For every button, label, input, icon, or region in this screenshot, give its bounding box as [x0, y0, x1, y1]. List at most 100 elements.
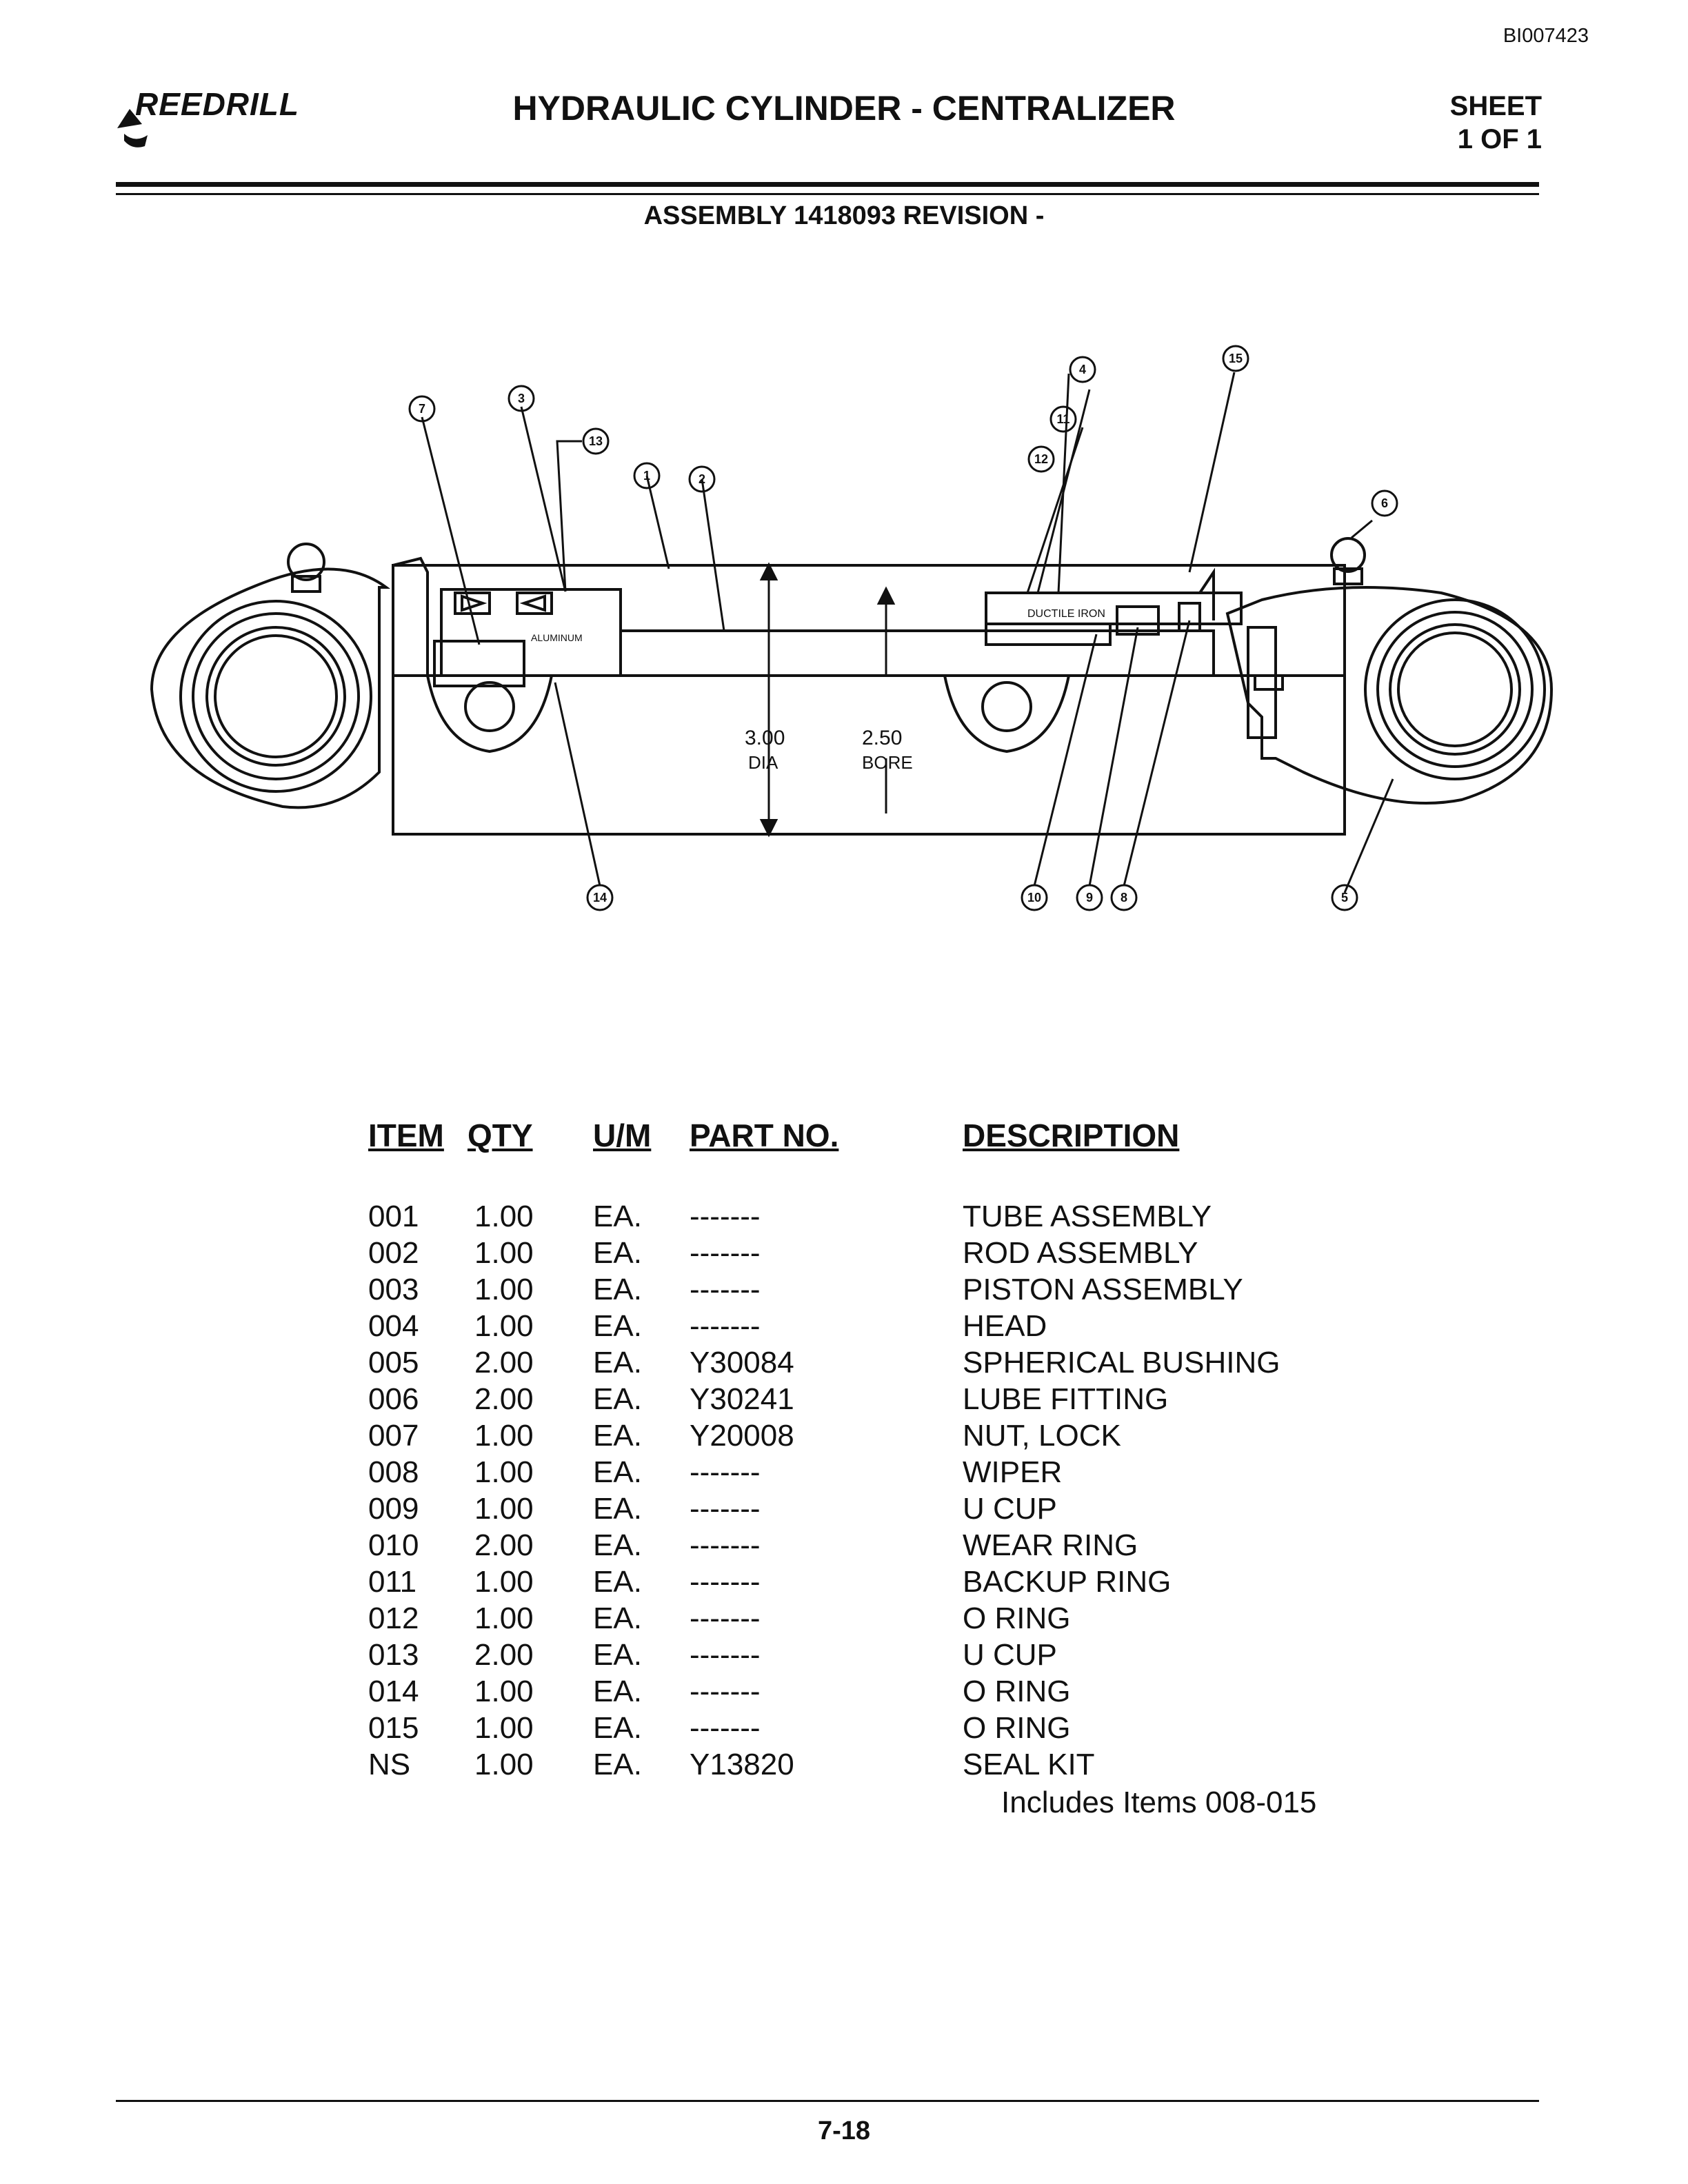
svg-text:9: 9	[1086, 891, 1093, 904]
cell-um: EA.	[593, 1492, 642, 1526]
svg-text:4: 4	[1079, 363, 1086, 376]
callout-10: 10	[1021, 884, 1048, 911]
callout-6: 6	[1371, 489, 1398, 517]
cell-description: WEAR RING	[963, 1528, 1138, 1562]
cell-description: SPHERICAL BUSHING	[963, 1346, 1280, 1379]
cell-qty: 1.00	[474, 1711, 534, 1745]
svg-text:7: 7	[419, 402, 425, 416]
logo-text: REEDRILL	[135, 86, 299, 122]
right-bushing-outer	[1364, 598, 1546, 780]
cell-description: LUBE FITTING	[963, 1382, 1169, 1416]
svg-text:5: 5	[1341, 891, 1348, 904]
cell-part-no: -------	[690, 1675, 761, 1708]
cell-description: O RING	[963, 1675, 1071, 1708]
cell-um: EA.	[593, 1200, 642, 1233]
cell-part-no: -------	[690, 1528, 761, 1562]
sheet-label: SHEET	[1449, 91, 1542, 121]
svg-text:14: 14	[593, 891, 607, 904]
document-id: BI007423	[1503, 25, 1589, 47]
cell-item: 014	[368, 1675, 419, 1708]
svg-text:1: 1	[643, 469, 650, 483]
left-bushing-outer	[179, 600, 372, 793]
cell-item: 009	[368, 1492, 419, 1526]
page-number: 7-18	[817, 2116, 871, 2145]
cell-description: BACKUP RING	[963, 1565, 1172, 1599]
cell-item: 004	[368, 1309, 419, 1343]
cell-qty: 1.00	[474, 1675, 534, 1708]
cell-part-no: Y13820	[690, 1748, 794, 1781]
cell-qty: 2.00	[474, 1382, 534, 1416]
cell-part-no: -------	[690, 1273, 761, 1306]
cell-item: 007	[368, 1419, 419, 1453]
column-header-description: DESCRIPTION	[963, 1118, 1180, 1153]
callout-5: 5	[1331, 884, 1358, 911]
cell-qty: 1.00	[474, 1273, 534, 1306]
cell-item: 006	[368, 1382, 419, 1416]
callout-1: 1	[633, 462, 661, 489]
svg-text:6: 6	[1381, 496, 1388, 510]
cell-um: EA.	[593, 1419, 642, 1453]
bore-unit: BORE	[862, 752, 913, 773]
cell-um: EA.	[593, 1638, 642, 1672]
bore-value: 2.50	[862, 727, 902, 749]
cell-part-no: -------	[690, 1711, 761, 1745]
cell-part-no: -------	[690, 1236, 761, 1270]
cell-um: EA.	[593, 1528, 642, 1562]
cell-description: U CUP	[963, 1492, 1057, 1526]
callout-13: 13	[582, 427, 610, 455]
head-material: DUCTILE IRON	[1027, 608, 1105, 620]
cell-um: EA.	[593, 1309, 642, 1343]
callout-8: 8	[1110, 884, 1138, 911]
sheet-value: 1 OF 1	[1457, 124, 1542, 154]
svg-text:11: 11	[1056, 412, 1069, 426]
cell-part-no: -------	[690, 1565, 761, 1599]
header-rule-thick	[116, 182, 1539, 187]
cell-item: 008	[368, 1455, 419, 1489]
cell-description: PISTON ASSEMBLY	[963, 1273, 1243, 1306]
cell-item: 003	[368, 1273, 419, 1306]
callout-4: 4	[1069, 356, 1096, 383]
cell-description: O RING	[963, 1601, 1071, 1635]
cell-item: 001	[368, 1200, 419, 1233]
cell-description: TUBE ASSEMBLY	[963, 1200, 1212, 1233]
cell-description: SEAL KIT	[963, 1748, 1095, 1781]
callout-12: 12	[1027, 445, 1055, 473]
seal-kit-note: Includes Items 008-015	[1001, 1786, 1317, 1819]
cell-um: EA.	[593, 1601, 642, 1635]
rod-diameter-unit: DIA	[748, 752, 778, 773]
cell-um: EA.	[593, 1382, 642, 1416]
left-lube-fitting	[287, 543, 325, 581]
gland-head	[985, 592, 1243, 625]
cell-item: 002	[368, 1236, 419, 1270]
cell-item: 013	[368, 1638, 419, 1672]
assembly-label: ASSEMBLY 1418093 REVISION -	[643, 201, 1045, 230]
cell-um: EA.	[593, 1711, 642, 1745]
cell-part-no: -------	[690, 1309, 761, 1343]
cell-item: 011	[368, 1565, 417, 1599]
cell-um: EA.	[593, 1748, 642, 1781]
svg-text:10: 10	[1027, 891, 1041, 904]
cell-part-no: -------	[690, 1492, 761, 1526]
callout-3: 3	[508, 385, 535, 412]
right-lube-fitting	[1330, 537, 1366, 573]
cell-qty: 1.00	[474, 1601, 534, 1635]
cell-item: 010	[368, 1528, 419, 1562]
cell-um: EA.	[593, 1565, 642, 1599]
cell-description: U CUP	[963, 1638, 1057, 1672]
header-rule-thin	[116, 193, 1539, 195]
right-rod-eye	[1225, 586, 1554, 805]
cell-um: EA.	[593, 1346, 642, 1379]
right-bushing-mid	[1376, 611, 1534, 768]
left-bushing-mid	[192, 612, 360, 780]
cell-um: EA.	[593, 1273, 642, 1306]
svg-text:13: 13	[589, 434, 603, 448]
cell-qty: 1.00	[474, 1565, 534, 1599]
rod-diameter-value: 3.00	[745, 727, 785, 749]
cell-qty: 1.00	[474, 1492, 534, 1526]
cell-part-no: Y30241	[690, 1382, 794, 1416]
cell-um: EA.	[593, 1236, 642, 1270]
cell-description: NUT, LOCK	[963, 1419, 1121, 1453]
cell-qty: 2.00	[474, 1638, 534, 1672]
column-header-item: ITEM	[368, 1118, 444, 1153]
callout-11: 11	[1049, 405, 1077, 433]
